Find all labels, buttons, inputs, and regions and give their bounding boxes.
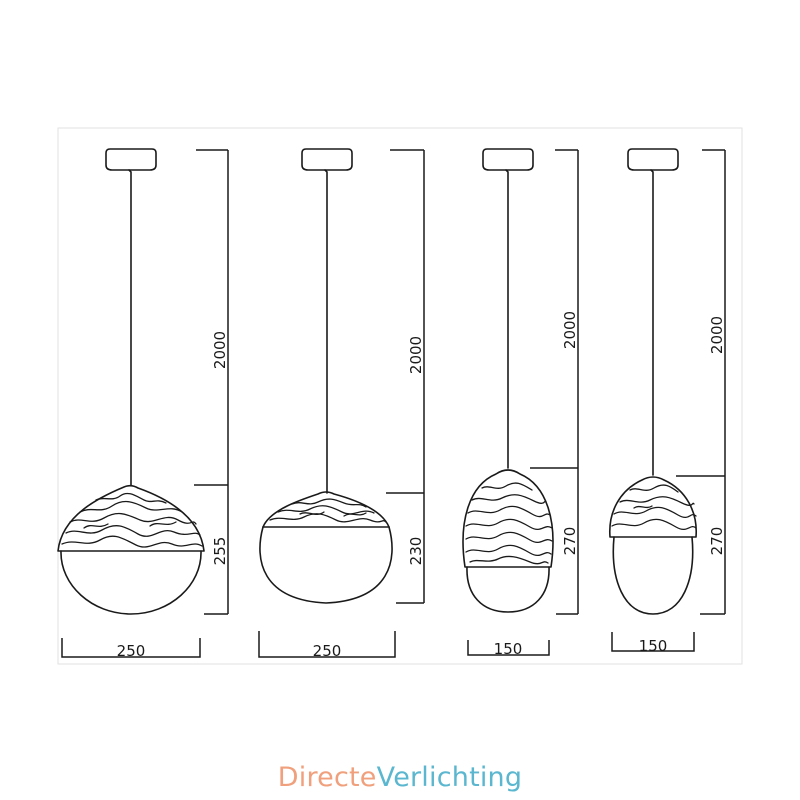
textured-shade-icon (462, 469, 554, 568)
dim-height-total: 2000 (407, 336, 425, 374)
dim-width: 150 (639, 637, 668, 655)
lamp-2-flat-round: 2000 230 250 (258, 148, 425, 660)
suspension-cable (128, 169, 132, 486)
ceiling-canopy-icon (301, 148, 353, 171)
brand-part-verlichting: Verlichting (376, 762, 523, 793)
height-dimension-lines (676, 149, 726, 615)
dim-width: 250 (117, 642, 146, 660)
shade-texture (269, 498, 387, 523)
dim-height-shade: 270 (561, 527, 579, 556)
height-dimension-lines (194, 149, 229, 615)
lamp-3-tall-oval: 2000 270 150 (462, 148, 579, 658)
textured-shade-icon (57, 484, 205, 552)
shade-texture (61, 492, 203, 548)
dim-width: 250 (313, 642, 342, 660)
width-dimension-line (258, 631, 396, 658)
width-dimension-line (467, 640, 550, 656)
textured-shade-icon (262, 491, 390, 528)
ceiling-canopy-icon (482, 148, 534, 171)
glass-globe-icon (259, 526, 393, 604)
suspension-cable (650, 169, 654, 476)
dim-height-shade: 255 (211, 537, 229, 566)
glass-globe-icon (612, 536, 694, 615)
dim-height-total: 2000 (708, 316, 726, 354)
brand-watermark: DirecteVerlichting (0, 762, 800, 793)
dim-height-shade: 230 (407, 537, 425, 566)
dim-width: 150 (494, 640, 523, 658)
textured-shade-icon (609, 476, 697, 538)
shade-texture (611, 484, 697, 531)
width-dimension-line (61, 638, 201, 658)
suspension-cable (324, 169, 328, 494)
lamp-4-acorn: 2000 270 150 (609, 148, 726, 655)
ceiling-canopy-icon (627, 148, 679, 171)
width-dimension-line (611, 632, 695, 652)
lamp-1-wide-round: 2000 255 250 (57, 148, 229, 660)
height-dimension-lines (386, 149, 425, 604)
glass-globe-icon (466, 566, 550, 613)
height-dimension-lines (530, 149, 579, 615)
suspension-cable (505, 169, 509, 469)
brand-part-directe: Directe (277, 762, 377, 793)
glass-globe-icon (60, 550, 202, 615)
dim-height-total: 2000 (561, 311, 579, 349)
drawing-frame (57, 127, 743, 665)
dim-height-shade: 270 (708, 527, 726, 556)
dim-height-total: 2000 (211, 331, 229, 369)
ceiling-canopy-icon (105, 148, 157, 171)
shade-texture (465, 482, 553, 565)
